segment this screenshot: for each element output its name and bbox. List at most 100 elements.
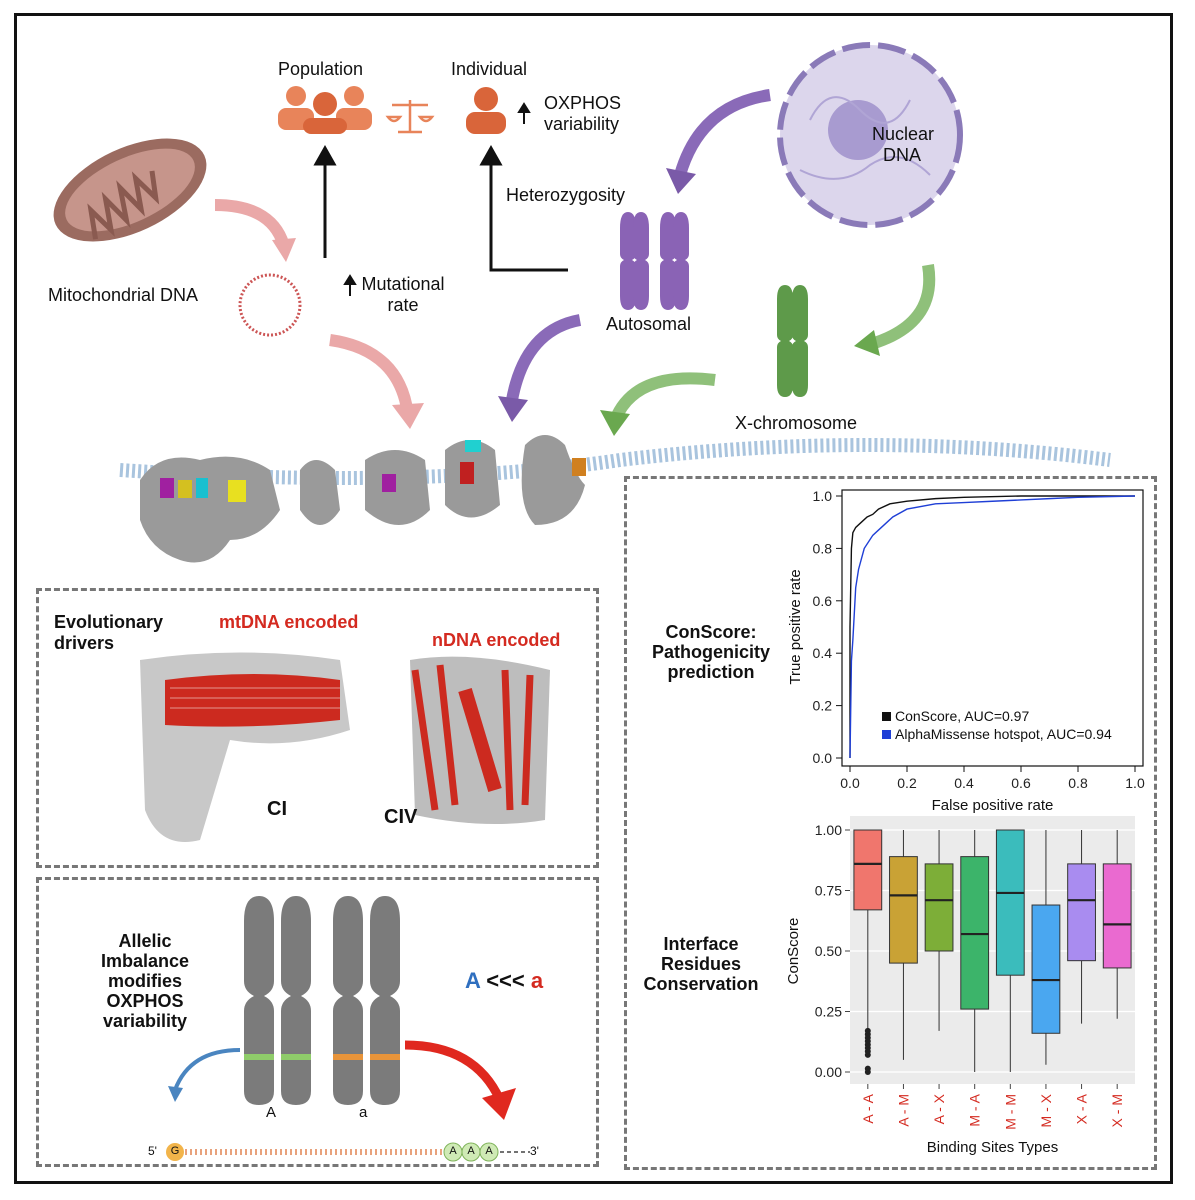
boxplot-x-tick-label: M - X xyxy=(1038,1093,1054,1127)
nucleotide-a-bead-3 xyxy=(479,1142,499,1162)
roc-legend-swatch-1 xyxy=(882,712,891,721)
allelic-imbalance-panel xyxy=(36,877,599,1167)
mitochondrion-icon xyxy=(53,138,207,242)
roc-y-tick-label: 0.0 xyxy=(813,750,833,766)
boxplot-box xyxy=(1031,904,1061,1034)
purple-arrow-1 xyxy=(674,89,771,177)
protein-structures xyxy=(140,652,550,842)
boxplot-x-tick-label: M - M xyxy=(1002,1094,1018,1130)
roc-y-tick-label: 1.0 xyxy=(813,488,833,504)
blue-arrow xyxy=(173,1048,241,1091)
roc-plot-frame xyxy=(841,489,1144,767)
complex-i-structure xyxy=(140,652,350,842)
x-chromosome-icon xyxy=(777,285,808,397)
boxplot-box xyxy=(853,829,883,911)
purple-arrowhead-1 xyxy=(666,168,696,194)
boxplot-x-tick-label: A - X xyxy=(931,1093,947,1124)
boxplot-y-tick-label: 0.25 xyxy=(815,1004,842,1020)
red-arrowhead xyxy=(482,1088,516,1120)
autosomal-label: Autosomal xyxy=(606,314,692,334)
individual-arrow xyxy=(479,144,568,272)
strand-5-label: 5' xyxy=(148,1144,157,1158)
boxplot-y-axis-label: ConScore xyxy=(785,918,802,985)
strand-3-label: 3' xyxy=(530,1144,539,1158)
mtdna-encoded-label: mtDNA encoded xyxy=(219,612,359,632)
roc-y-axis-label: True positive rate xyxy=(787,569,804,684)
roc-series-line-1 xyxy=(849,495,1135,758)
population-arrow xyxy=(313,144,337,258)
roc-series-line-2 xyxy=(849,495,1136,759)
oxphos-up-arrow xyxy=(517,102,531,124)
roc-y-tick-label: 0.4 xyxy=(813,645,833,661)
boxplot-x-axis-label: Binding Sites Types xyxy=(927,1139,1058,1156)
pink-arrowhead-2 xyxy=(392,403,424,429)
roc-x-tick-label: 0.4 xyxy=(954,775,974,791)
roc-y-tick-label: 0.8 xyxy=(813,540,833,556)
roc-x-tick-label: 1.0 xyxy=(1125,775,1145,791)
boxplot-x-tick-label: X - M xyxy=(1109,1094,1125,1127)
green-arrow-1 xyxy=(866,264,936,351)
boxplot-y-tick-label: 0.00 xyxy=(815,1064,842,1080)
boxplot-outlier xyxy=(864,1027,871,1034)
ndna-encoded-label: nDNA encoded xyxy=(432,630,561,650)
individual-label: Individual xyxy=(451,59,528,79)
individual-icon xyxy=(466,87,506,134)
pink-arrow-2 xyxy=(329,334,414,416)
top-schematic xyxy=(53,42,1111,563)
autosomal-chromosomes-icon xyxy=(620,212,689,310)
boxplot-box xyxy=(995,829,1025,976)
heterozygosity-label: Heterozygosity xyxy=(506,185,626,205)
allelic-diagram xyxy=(166,896,530,1162)
roc-legend-label-1: ConScore, AUC=0.97 xyxy=(895,708,1029,724)
evolutionary-drivers-panel xyxy=(36,588,599,868)
purple-arrowhead-2 xyxy=(498,396,528,422)
nucleus-icon xyxy=(777,42,963,228)
nucleotide-a-label-2: A xyxy=(467,1145,475,1157)
roc-y-tick-label: 0.2 xyxy=(813,698,833,714)
complex-iv-structure xyxy=(410,656,550,824)
roc-x-tick-label: 0.0 xyxy=(840,775,860,791)
nucleotide-a-label-3: A xyxy=(485,1145,493,1157)
purple-arrow-2 xyxy=(506,314,582,402)
roc-x-tick-label: 0.2 xyxy=(897,775,917,791)
roc-x-tick-label: 0.6 xyxy=(1011,775,1031,791)
green-arrowhead-2 xyxy=(600,410,630,436)
red-arrow xyxy=(404,1040,505,1102)
boxplot-box xyxy=(924,863,954,952)
green-arrowhead-1 xyxy=(854,330,880,356)
boxplot-y-tick-label: 0.75 xyxy=(815,883,842,899)
roc-x-axis-label: False positive rate xyxy=(932,797,1054,814)
boxplot-x-tick-label: A - A xyxy=(860,1093,876,1123)
population-label: Population xyxy=(278,59,364,79)
nucleotide-g-bead xyxy=(166,1143,184,1161)
boxplot-outlier xyxy=(864,1065,871,1072)
allelic-imbalance-symbol: A <<< a xyxy=(465,968,544,993)
boxplot-x-tick-label: X - A xyxy=(1074,1093,1090,1124)
nucleotide-a-label-1: A xyxy=(449,1145,457,1157)
chromosome-pair-big-a xyxy=(244,896,311,1105)
boxplot-y-tick-label: 1.00 xyxy=(815,822,842,838)
chromosome-pair-small-a xyxy=(333,896,400,1105)
roc-x-tick-label: 0.8 xyxy=(1068,775,1088,791)
boxplot-x-tick-label: M - A xyxy=(967,1093,983,1126)
pink-arrowhead-1 xyxy=(272,238,296,262)
boxplot-box xyxy=(889,856,918,964)
boxplot-box xyxy=(1102,863,1132,969)
mtdna-ring-icon xyxy=(238,273,302,337)
civ-label: CIV xyxy=(384,806,418,828)
figure-frame xyxy=(14,13,1173,1184)
mitochondrial-dna-label: Mitochondrial DNA xyxy=(48,285,199,305)
roc-legend-label-2: AlphaMissense hotspot, AUC=0.94 xyxy=(895,726,1112,742)
mutational-up-arrow xyxy=(343,274,357,296)
ci-label: CI xyxy=(267,798,287,820)
population-icon xyxy=(278,86,372,134)
allele-small-a-label: a xyxy=(359,1104,368,1121)
boxplot-box xyxy=(1067,863,1096,962)
